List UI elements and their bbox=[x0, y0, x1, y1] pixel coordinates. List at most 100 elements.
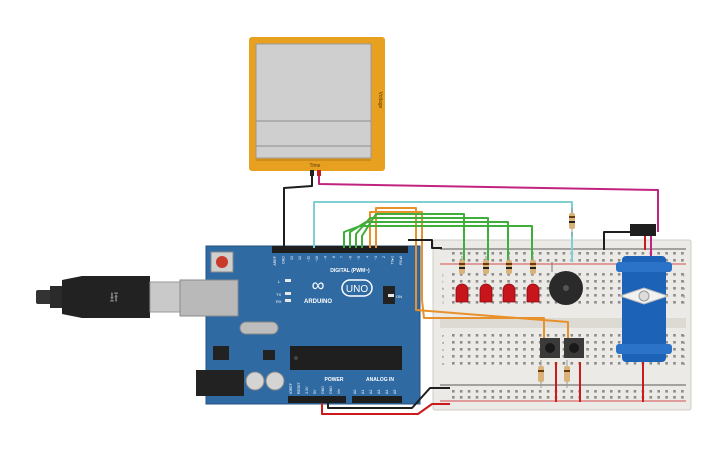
breadboard-hole bbox=[570, 334, 574, 337]
pushbutton-2-cap[interactable] bbox=[569, 343, 579, 353]
breadboard-hole bbox=[538, 362, 542, 365]
resistor-button-2[interactable] bbox=[564, 360, 570, 388]
led-3[interactable] bbox=[502, 256, 516, 303]
piezo-buzzer[interactable] bbox=[549, 262, 583, 305]
breadboard-hole bbox=[602, 259, 605, 262]
breadboard-hole bbox=[515, 348, 518, 351]
breadboard-hole bbox=[491, 287, 495, 290]
row-letter: f bbox=[683, 300, 685, 305]
breadboard-hole bbox=[475, 390, 479, 393]
led-4[interactable] bbox=[526, 256, 540, 303]
breadboard-hole bbox=[475, 252, 479, 255]
power-pin-label: 3.3V bbox=[305, 386, 309, 394]
breadboard-hole bbox=[554, 334, 558, 337]
breadboard-hole bbox=[586, 390, 589, 393]
breadboard-hole bbox=[610, 355, 613, 358]
breadboard-hole bbox=[467, 252, 471, 255]
arduino-reset-button[interactable] bbox=[216, 256, 228, 268]
arduino-model-oval bbox=[341, 279, 373, 297]
breadboard-hole bbox=[452, 301, 455, 304]
breadboard-hole bbox=[586, 252, 589, 255]
pushbutton-1[interactable] bbox=[540, 338, 560, 358]
breadboard-hole bbox=[515, 341, 518, 344]
breadboard-hole bbox=[586, 287, 589, 290]
breadboard-hole bbox=[523, 252, 526, 255]
breadboard-hole bbox=[546, 362, 550, 365]
breadboard-hole bbox=[459, 396, 463, 399]
power-pin-label: 5V bbox=[313, 389, 317, 394]
resistor-top[interactable] bbox=[569, 208, 575, 236]
breadboard-hole bbox=[459, 362, 463, 365]
row-letter: i bbox=[684, 279, 685, 284]
breadboard-hole bbox=[617, 355, 621, 358]
breadboard-hole bbox=[483, 273, 487, 276]
breadboard-hole bbox=[681, 334, 684, 337]
breadboard-hole bbox=[625, 362, 629, 365]
breadboard-hole bbox=[562, 362, 566, 365]
breadboard-hole bbox=[467, 348, 471, 351]
row-letter: f bbox=[442, 300, 444, 305]
oscilloscope-probe-neg bbox=[310, 170, 314, 176]
breadboard-hole bbox=[491, 280, 495, 283]
breadboard-hole bbox=[491, 334, 495, 337]
wire-scope-gnd bbox=[283, 176, 313, 248]
led-resistor-band bbox=[530, 267, 536, 269]
arduino-model: UNO bbox=[346, 284, 368, 295]
breadboard-hole bbox=[578, 334, 581, 337]
row-letter: b bbox=[683, 354, 686, 359]
breadboard-hole bbox=[617, 273, 621, 276]
resistor-button-1[interactable] bbox=[538, 360, 544, 388]
breadboard-hole bbox=[491, 348, 495, 351]
breadboard-hole bbox=[538, 334, 542, 337]
breadboard-hole bbox=[617, 301, 621, 304]
digital-pin-label: ~6 bbox=[349, 256, 353, 260]
row-letter: a bbox=[683, 361, 686, 366]
breadboard-hole bbox=[665, 341, 668, 344]
breadboard-hole bbox=[602, 334, 605, 337]
breadboard-hole bbox=[602, 355, 605, 358]
breadboard-hole bbox=[507, 341, 510, 344]
breadboard-hole bbox=[617, 252, 621, 255]
pushbutton-1-cap[interactable] bbox=[545, 343, 555, 353]
breadboard-hole bbox=[570, 362, 574, 365]
breadboard-hole bbox=[538, 252, 542, 255]
breadboard-hole bbox=[602, 362, 605, 365]
led-label-on: ON bbox=[396, 294, 402, 299]
breadboard-hole bbox=[649, 396, 653, 399]
breadboard-hole bbox=[617, 396, 621, 399]
breadboard-hole bbox=[617, 334, 621, 337]
breadboard-hole bbox=[538, 294, 542, 297]
breadboard-hole bbox=[531, 390, 534, 393]
onboard-led-rx bbox=[285, 299, 291, 302]
breadboard-hole bbox=[594, 396, 597, 399]
breadboard-hole bbox=[681, 348, 684, 351]
power-pin-label: IOREF bbox=[289, 382, 293, 394]
breadboard-hole bbox=[673, 259, 676, 262]
breadboard-hole bbox=[633, 252, 637, 255]
breadboard-hole bbox=[531, 362, 534, 365]
row-letter: j bbox=[683, 272, 685, 277]
breadboard-hole bbox=[673, 362, 676, 365]
breadboard-hole bbox=[673, 301, 676, 304]
breadboard-hole bbox=[515, 287, 518, 290]
breadboard-hole bbox=[459, 390, 463, 393]
breadboard-hole bbox=[452, 294, 455, 297]
breadboard-hole bbox=[594, 259, 597, 262]
servo-motor[interactable] bbox=[616, 224, 672, 362]
led-2[interactable] bbox=[479, 256, 493, 303]
breadboard-hole bbox=[617, 280, 621, 283]
breadboard-hole bbox=[499, 390, 502, 393]
power-pin-label: RESET bbox=[297, 381, 301, 394]
breadboard-hole bbox=[586, 362, 589, 365]
led-body bbox=[455, 283, 469, 303]
breadboard-hole bbox=[523, 341, 526, 344]
breadboard-hole bbox=[562, 390, 566, 393]
pushbutton-2[interactable] bbox=[564, 338, 584, 358]
oscilloscope[interactable]: Voltage Time bbox=[249, 37, 385, 176]
led-1[interactable] bbox=[455, 256, 469, 303]
usb-cable: ⭿ bbox=[36, 276, 183, 318]
led-body bbox=[526, 283, 540, 303]
